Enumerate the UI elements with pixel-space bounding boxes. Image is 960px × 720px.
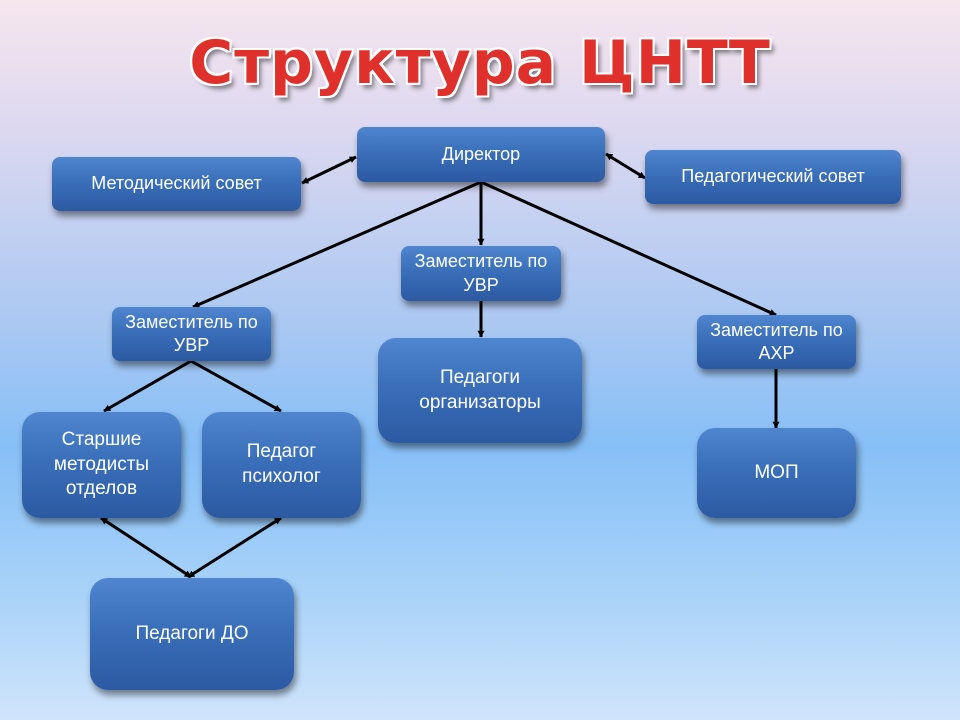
node-teachers-do: Педагоги ДО (90, 578, 294, 690)
node-mop: МОП (697, 428, 856, 518)
node-ped-council: Педагогический совет (645, 150, 901, 204)
line-director-deputy-ahr (480, 180, 777, 317)
line-director-metod-council (301, 155, 357, 185)
node-metod-council: Методический совет (52, 157, 301, 211)
node-psychologist: Педагог психолог (202, 412, 361, 518)
line-deputy-uvr-senior-methodists (103, 359, 192, 413)
line-senior-methodists-teachers-do (100, 516, 192, 579)
node-deputy-uvr-center: Заместитель по УВР (401, 246, 561, 301)
line-deputy-uvr-psychologist (190, 359, 282, 413)
line-director-ped-council (605, 152, 646, 180)
page-title: Структура ЦНТТ (189, 28, 771, 98)
node-director: Директор (357, 127, 605, 182)
node-senior-methodists: Старшие методисты отделов (22, 412, 181, 518)
node-deputy-uvr-left: Заместитель по УВР (112, 307, 271, 361)
node-deputy-ahr: Заместитель по АХР (697, 315, 856, 369)
line-psychologist-teachers-do (187, 516, 282, 579)
node-ped-organizers: Педагоги организаторы (378, 338, 582, 443)
line-director-deputy-uvr-left (192, 180, 482, 309)
